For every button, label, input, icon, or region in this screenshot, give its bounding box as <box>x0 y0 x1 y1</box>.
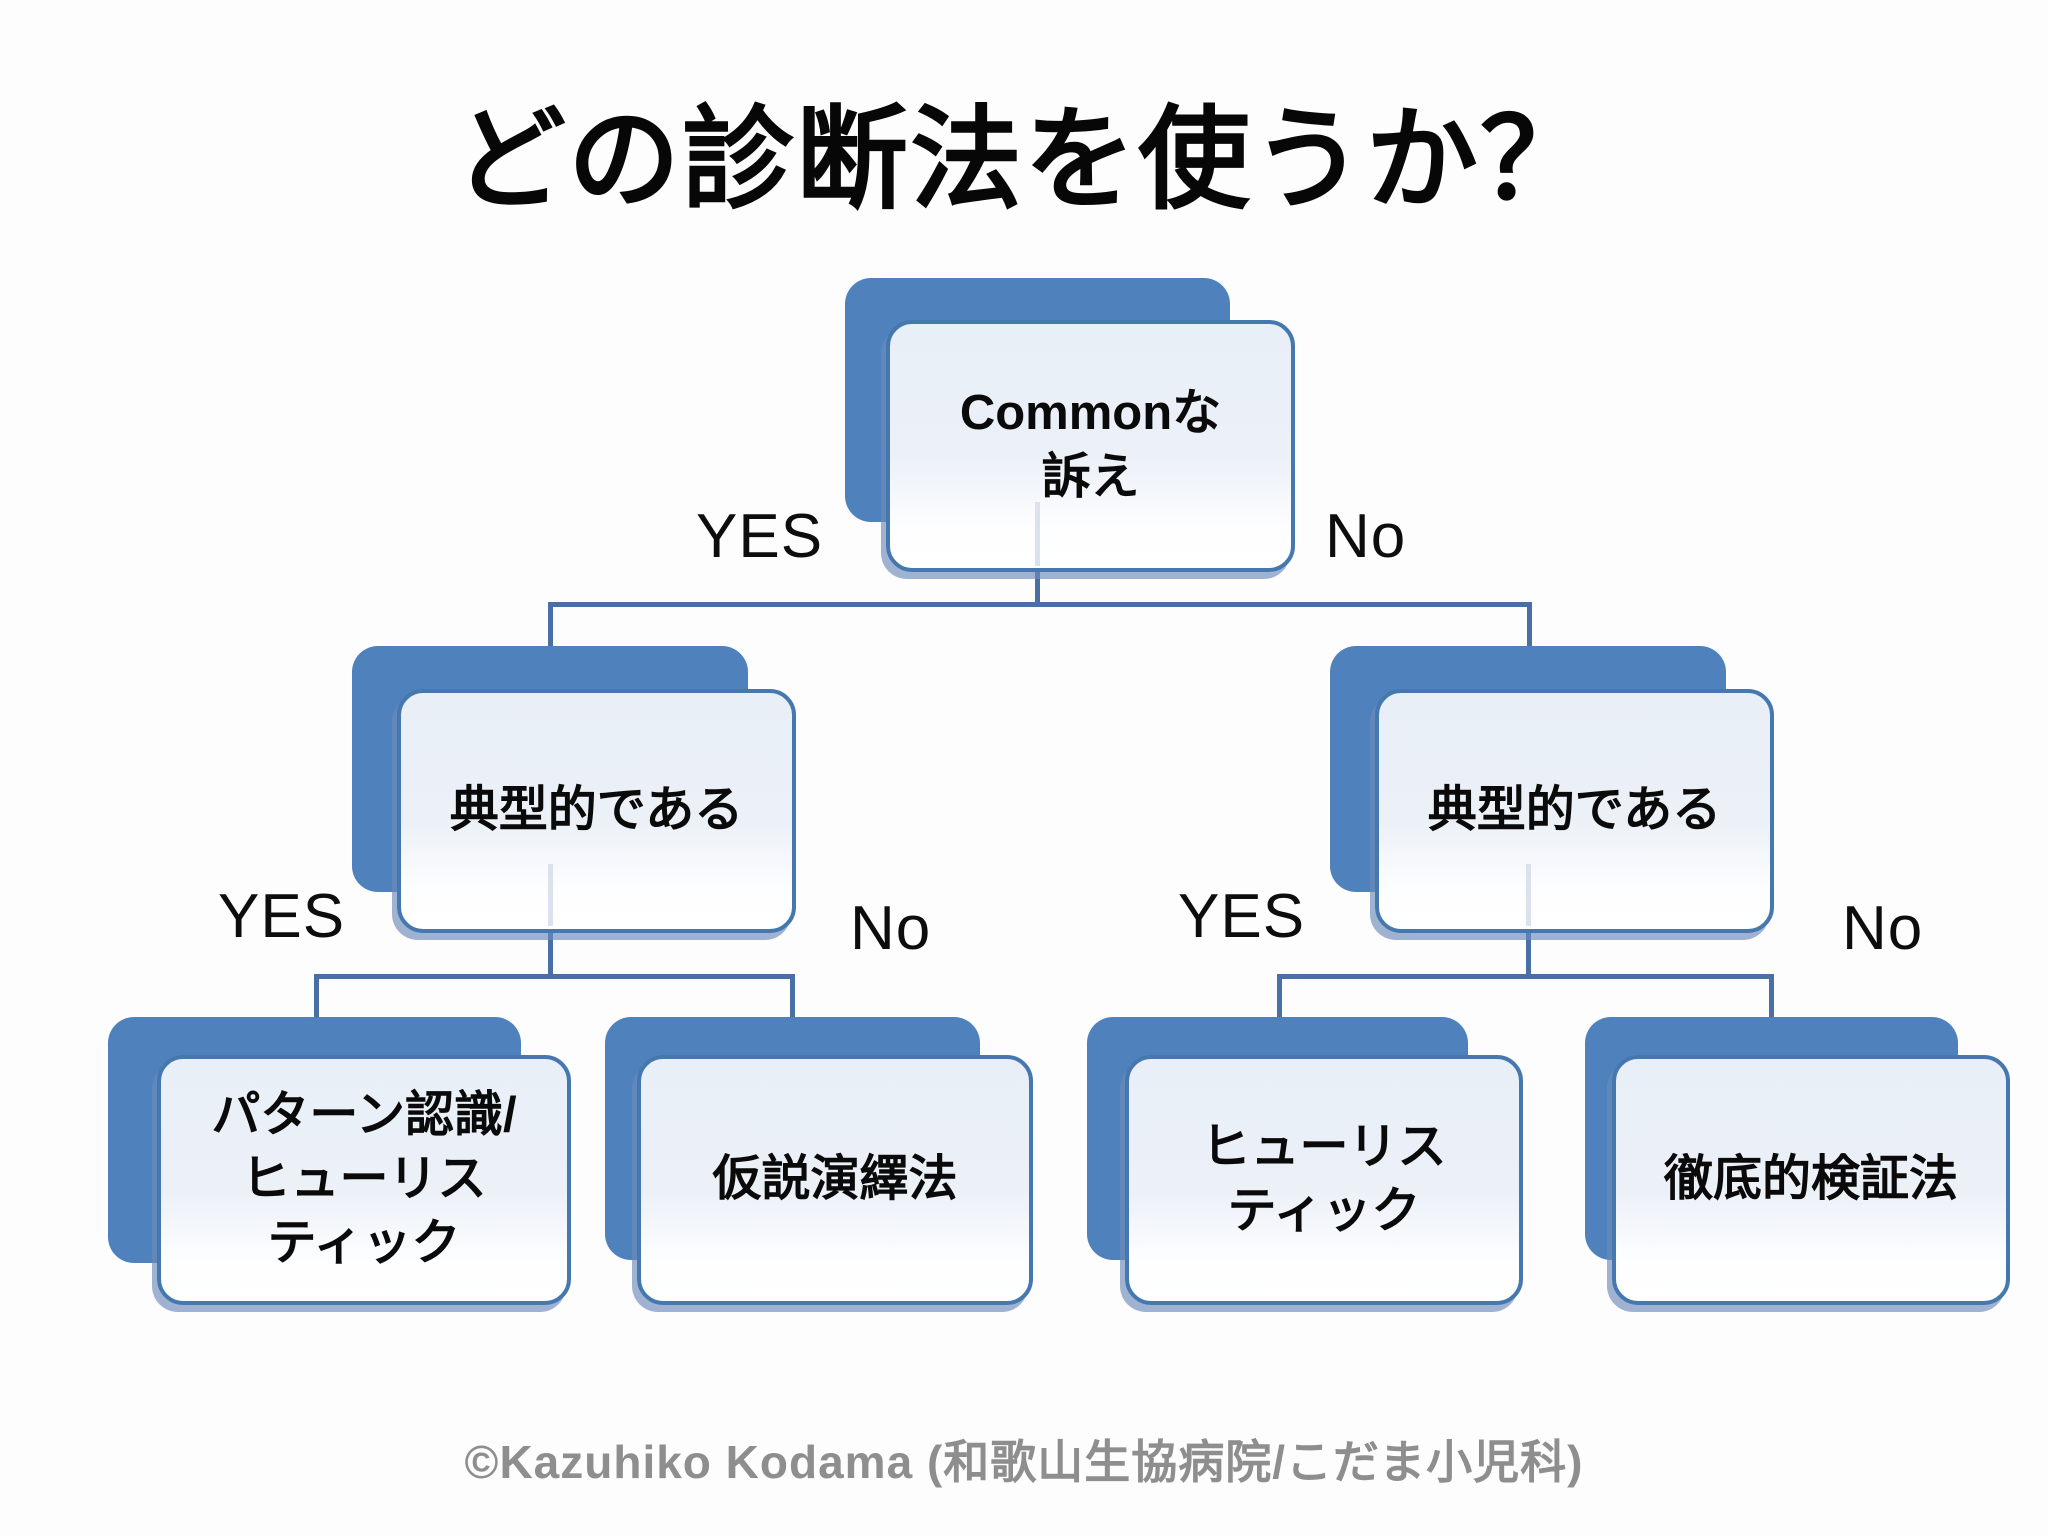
connector-left-branch-stem <box>548 930 553 979</box>
connector-level1-left-drop <box>548 602 553 650</box>
node-root-card: Commonな 訴え <box>886 320 1295 572</box>
connector-level1-horizontal <box>548 602 1532 607</box>
node-leaf-pattern-card: パターン認識/ ヒューリス ティック <box>157 1055 571 1305</box>
node-leaf-exhaustive-verification: 徹底的検証法 <box>1585 1017 2025 1313</box>
connector-root-stem <box>1035 568 1040 607</box>
node-leaf-hypothetico-deductive: 仮説演繹法 <box>605 1017 1045 1313</box>
node-leaf-hypothetico-card: 仮説演繹法 <box>637 1055 1033 1305</box>
node-leaf-heuristic-card: ヒューリス ティック <box>1125 1055 1523 1305</box>
edge-label-right-yes: YES <box>1178 882 1306 951</box>
node-right-branch-card: 典型的である <box>1375 689 1774 933</box>
edge-label-left-no: No <box>850 894 932 963</box>
node-root-label: Commonな 訴え <box>959 386 1222 504</box>
connector-right-branch-stub <box>1526 864 1531 926</box>
edge-label-root-yes: YES <box>696 502 824 571</box>
connector-left-horizontal <box>314 974 795 979</box>
node-right-branch-label: 典型的である <box>1427 783 1722 838</box>
node-leaf-pattern-recognition: パターン認識/ ヒューリス ティック <box>108 1017 578 1313</box>
connector-level1-right-drop <box>1527 602 1532 650</box>
connector-right-horizontal <box>1277 974 1774 979</box>
node-left-branch-label: 典型的である <box>449 783 744 838</box>
node-leaf-heuristic: ヒューリス ティック <box>1087 1017 1532 1313</box>
node-left-branch-card: 典型的である <box>397 689 796 933</box>
footer-credit: ©Kazuhiko Kodama (和歌山生協病院/こだま小児科) <box>464 1436 1584 1488</box>
connector-right-branch-stem <box>1526 930 1531 979</box>
edge-label-left-yes: YES <box>218 882 346 951</box>
connector-left-branch-stub <box>548 864 553 926</box>
node-leaf-exhaustive-card: 徹底的検証法 <box>1612 1055 2010 1305</box>
node-leaf-pattern-label: パターン認識/ ヒューリス ティック <box>211 1088 517 1270</box>
node-root: Commonな 訴え <box>845 278 1295 572</box>
node-leaf-exhaustive-label: 徹底的検証法 <box>1663 1152 1958 1207</box>
node-leaf-hypothetico-label: 仮説演繹法 <box>712 1152 958 1207</box>
node-leaf-heuristic-label: ヒューリス ティック <box>1201 1120 1447 1238</box>
node-left-branch: 典型的である <box>352 646 802 939</box>
edge-label-root-no: No <box>1325 502 1407 571</box>
connector-root-stub <box>1035 502 1040 566</box>
connector-left-leaf2-drop <box>790 974 795 1020</box>
connector-right-leaf4-drop <box>1769 974 1774 1020</box>
connector-right-leaf3-drop <box>1277 974 1282 1020</box>
node-right-branch: 典型的である <box>1330 646 1780 939</box>
edge-label-right-no: No <box>1842 894 1924 963</box>
connector-left-leaf1-drop <box>314 974 319 1020</box>
page-title: どの診断法を使うか？ <box>454 97 1594 222</box>
